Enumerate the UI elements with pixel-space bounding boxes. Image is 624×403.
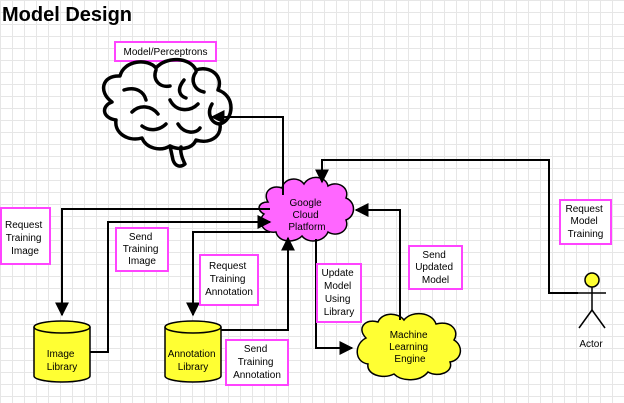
- label-request-training-annotation: Request Training Annotation: [199, 254, 259, 306]
- svg-text:Machine Learning E: Machine Learning Engine: [389, 330, 431, 365]
- flow-lines: [55, 110, 578, 355]
- svg-text:Model/Perceptrons: Model/Perceptrons: [124, 47, 208, 58]
- svg-text:Annotation Library: Annotation Library: [168, 349, 219, 373]
- stick-figure-icon: [578, 272, 606, 329]
- edge-send-training-image: [90, 215, 272, 353]
- page-title: Model Design: [2, 4, 132, 26]
- brain-icon: [101, 57, 233, 168]
- svg-text:Request Training I: Request Training Image: [5, 220, 45, 257]
- svg-text:Request Training A: Request Training Annotation: [205, 261, 253, 298]
- svg-text:Update Model Using: Update Model Using Library: [321, 268, 356, 318]
- svg-text:Google Cloud Platf: Google Cloud Platform: [288, 198, 325, 233]
- edge-request-training-image: [55, 208, 270, 317]
- image-library-node: Image Library: [33, 320, 91, 383]
- edge-request-training-annotation: [186, 231, 270, 317]
- label-send-updated-model: Send Updated Model: [408, 245, 463, 290]
- svg-text:Send Updated Model: Send Updated Model: [415, 250, 456, 286]
- model-label: Model/Perceptrons: [114, 41, 217, 62]
- actor-label: Actor: [579, 339, 603, 350]
- label-request-model-training: Request Model Training: [559, 199, 612, 245]
- machine-learning-engine-node: Machine Learning Engine: [356, 312, 462, 381]
- annotation-library-node: Annotation Library: [164, 320, 222, 383]
- edge-send-updated-model: [354, 203, 401, 320]
- edge-cloud-to-model: [210, 110, 284, 195]
- label-send-training-annotation: Send Training Annotation: [225, 339, 289, 386]
- svg-text:Send Training Imag: Send Training Image: [123, 232, 162, 267]
- google-cloud-platform-node: Google Cloud Platform: [258, 176, 355, 242]
- label-update-model: Update Model Using Library: [316, 263, 362, 323]
- svg-text:Image Library: Image Library: [47, 349, 78, 373]
- edge-request-model-training: [315, 159, 578, 294]
- svg-text:Request Model Trai: Request Model Training: [565, 204, 605, 240]
- label-send-training-image: Send Training Image: [115, 227, 169, 272]
- label-request-training-image: Request Training Image: [0, 207, 51, 265]
- svg-text:Send Training Anno: Send Training Annotation: [233, 344, 281, 381]
- edge-send-training-annotation: [221, 236, 295, 331]
